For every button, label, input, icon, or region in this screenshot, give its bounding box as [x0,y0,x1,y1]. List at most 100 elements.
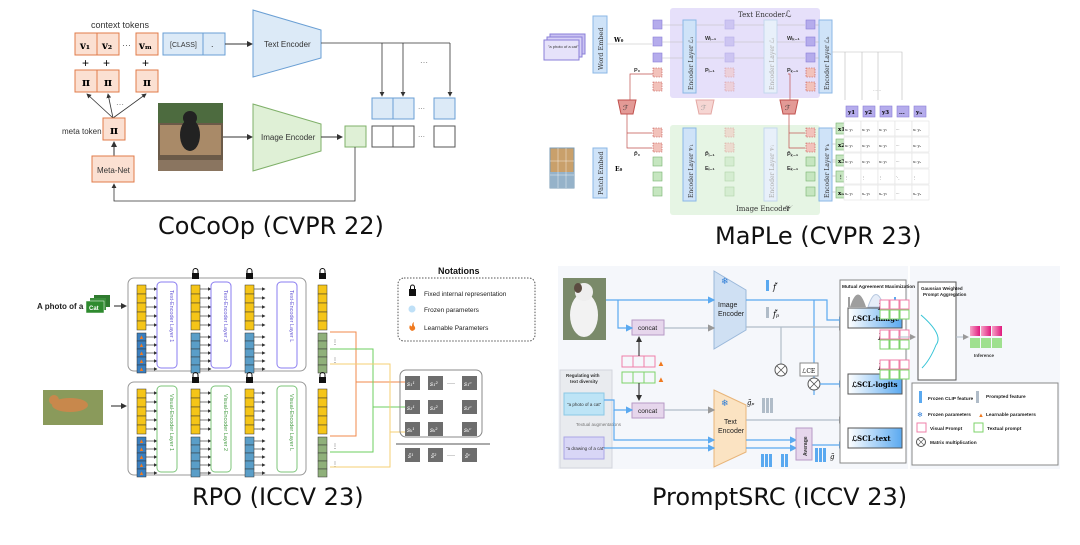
text-encoder-region [670,8,820,98]
text-aug-doc-1 [563,392,605,416]
text-encoder-label-2: Encoder [718,428,745,435]
label-ei: Eᵢ₋₁ [705,166,715,172]
y-token: yₙ [913,105,927,118]
flame-icon: ▲ [139,447,145,453]
coupling-functions: ℱ ℱ ℱ [617,99,799,115]
notation-label: Fixed internal representation [424,291,507,298]
label-e0: E₀ [615,166,623,173]
y-token: y1 [845,105,859,118]
class-token-label: [CLASS] [170,42,197,49]
legend-label: Learnable parameters [986,412,1036,418]
dog-photo [158,103,223,171]
lock-icon [319,268,326,279]
snowflake-icon [408,305,416,313]
dots: ⋮ [332,358,338,364]
promptsrc-caption: PromptSRC (ICCV 23) [652,483,908,511]
matrix-cell-value: ⋯ [896,128,900,132]
dots: ⋮ [332,462,338,468]
matrix-cell-value: x₁·y₁ [845,128,854,132]
image-encoder-label-1: Image [718,302,738,309]
meta-net-box [91,155,135,183]
text-feature-box [392,97,415,120]
l-ce-box [799,362,819,377]
lock-icon [246,372,253,383]
text-token-column [317,268,328,374]
score-average-cell: s̄ᶜ [462,448,477,462]
plus-row: + + + [82,56,149,70]
matrix-cell-value: x₂·y₁ [845,144,854,148]
image-encoder-layer-i [763,127,778,202]
text-labels: P₀ Wᵢ₋₁ Pᵢ₋₁ Wₖ₋₁ Pₖ₋₁ [634,36,800,74]
notation-item-snowflake: Frozen parameters [408,305,480,314]
flame-icon: ▲ [139,455,145,461]
text-encoder-group [127,277,307,372]
matrix-cell: x₁·y₃ [877,120,896,137]
cocoop-panel: context tokens v₁ v₂ vₘ ⋯ + + + π π π ⋯ … [0,0,540,260]
l-ce-label: ℒCE [802,368,815,375]
x-token-label: ⋮ [838,174,844,181]
maple-caption: MaPLe (CVPR 23) [715,222,922,250]
matrix-cell: xₙ·y₁ [843,184,862,201]
text-encoder-label-1: Text [724,419,737,426]
ellipsis: ⋯ [122,40,131,50]
visual-layer-boxes: Visual-Encoder Layer 1 Visual-Encoder La… [156,385,298,473]
mutual-agreement-title: Mutual Agreement Maximization [842,284,915,290]
dots: ...... [873,87,881,93]
y-token: ... [896,105,910,118]
matrix-cell: x₁·y₂ [860,120,879,137]
pi-row: π π π [74,69,159,93]
rpo-caption: RPO (ICCV 23) [192,483,364,511]
loss-scl-image-label: ℒSCL-image [852,314,900,323]
context-token-box [96,32,120,56]
concat-label: concat [638,408,657,415]
text-token-columns [652,19,816,63]
matrix-cell: x₂·y₁ [843,136,862,153]
regulating-title: Regulating with [566,373,600,378]
label-pi: Pᵢ₋₁ [705,68,715,74]
text-layer-k-label: Encoder Layer ℒₖ [824,36,831,90]
ellipsis: ⋯ [116,100,124,109]
matrix-cell-value: x₁·y₃ [879,128,888,132]
notation-item-flame: Learnable Parameters [409,322,489,332]
text-token-column: ▲▲▲▲▲ [136,284,158,374]
patch-embed-label: Patch Embed [597,151,605,195]
visual-encoder-layer-1 [156,385,178,473]
label-wk: Wₖ₋₁ [787,36,800,42]
rpo-panel: A photo of a Cat ▲▲▲▲▲▲▲▲▲▲⋮⋮⋮⋮ Text-Enc… [0,260,540,540]
flame-icon: ▲ [139,335,145,341]
y-token: y3 [879,105,893,118]
notation-label: Frozen parameters [424,307,480,314]
g-p-label: g̃ₚ [747,398,754,407]
ellipsis: ⋯ [418,106,425,113]
matrix-cell: ⋮ [911,168,930,185]
matrix-cell: ⋮ [877,168,896,185]
meta-token-arrows [86,93,147,119]
score-box [371,125,394,148]
pi-token-box [135,69,159,93]
legend-frozen-clip: Frozen CLIP feature [919,391,974,403]
text-output-arrows [321,42,453,97]
layer-dots: ···· [256,426,265,433]
token-v1: v₁ [79,41,90,52]
ellipsis: ⋯ [420,58,428,67]
prompted-flow-lines [664,323,847,364]
f-tilde-label: f̃ [772,283,778,292]
score-cell: s₁¹ [405,376,420,390]
prompted-feature-bar [766,307,769,318]
textual-prompt-icon [973,422,984,433]
matrix-cell: xₙ·y₂ [860,184,879,201]
x-token-label: x1 [838,127,845,133]
matrix-cell-value: ⋮ [879,176,883,180]
flame-icon: ▲ [139,463,145,469]
matrix-cell: xₙ·yₙ [911,184,930,201]
lock-icon [246,268,253,279]
rpo-token-columns: ▲▲▲▲▲▲▲▲▲▲⋮⋮⋮⋮ [136,268,338,478]
score-value: s₁² [430,381,438,388]
matrix-cell: x₁·y₁ [843,120,862,137]
image-encoder-region [670,125,820,215]
score-cell: s₃¹ [405,400,420,414]
loss-scl-text-label: ℒSCL-text [852,434,891,443]
text-feature-box [371,97,394,120]
